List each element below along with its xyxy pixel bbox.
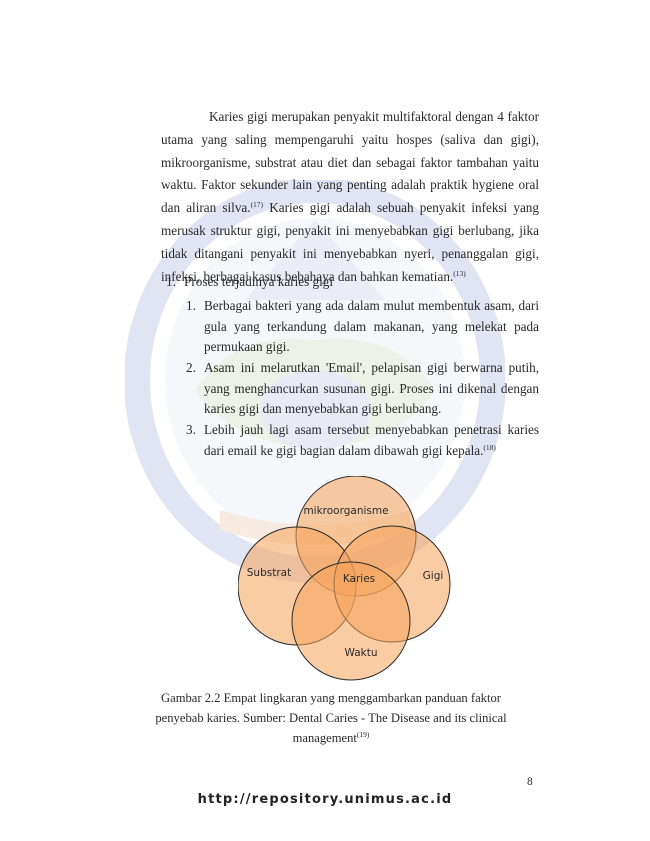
citation-ref: (13) (453, 268, 466, 278)
list-item-number: 2. (186, 360, 196, 376)
venn-label-substrat: Substrat (247, 567, 291, 579)
footer-repository-url: http://repository.unimus.ac.id (197, 792, 453, 807)
list-item-text: Lebih jauh lagi asam tersebut menyebabka… (204, 422, 539, 458)
list-heading-number: 1. (166, 274, 176, 289)
list-item-text: Asam ini melarutkan 'Email', pelapisan g… (204, 360, 539, 417)
citation-ref: (19) (356, 730, 370, 739)
paragraph-text-part-1: Karies gigi merupakan penyakit multifakt… (161, 109, 539, 216)
caption-text: Gambar 2.2 Empat lingkaran yang menggamb… (155, 691, 507, 745)
citation-ref: (18) (483, 442, 496, 452)
list-heading-text: Proses terjadinya karies gigi (184, 274, 334, 289)
body-paragraph: Karies gigi merupakan penyakit multifakt… (161, 106, 539, 288)
figure-caption: Gambar 2.2 Empat lingkaran yang menggamb… (150, 688, 512, 748)
list-item-number: 1. (186, 298, 196, 313)
venn-label-karies: Karies (343, 573, 375, 585)
list-item-number: 3. (186, 422, 196, 438)
list-heading: 1. Proses terjadinya karies gigi (166, 274, 333, 290)
venn-label-waktu: Waktu (345, 647, 378, 659)
venn-label-mikroorganisme: mikroorganisme (303, 505, 388, 517)
list-item: 2. Asam ini melarutkan 'Email', pelapisan… (186, 358, 539, 420)
page-number: 8 (527, 776, 533, 788)
venn-label-gigi: Gigi (423, 570, 444, 582)
process-list: 1. Berbagai bakteri yang ada dalam mulut … (186, 296, 539, 462)
citation-ref: (17) (250, 200, 264, 210)
four-circle-venn-diagram: mikroorganisme Substrat Karies Gigi Wakt… (238, 476, 451, 681)
list-item: 3. Lebih jauh lagi asam tersebut menyebab… (186, 420, 539, 461)
paragraph-text-part-2: Karies gigi adalah sebuah penyakit infek… (161, 200, 539, 284)
list-item: 1. Berbagai bakteri yang ada dalam mulut … (186, 296, 539, 358)
list-item-text: Berbagai bakteri yang ada dalam mulut me… (204, 298, 539, 355)
venn-circle-waktu (291, 561, 411, 681)
